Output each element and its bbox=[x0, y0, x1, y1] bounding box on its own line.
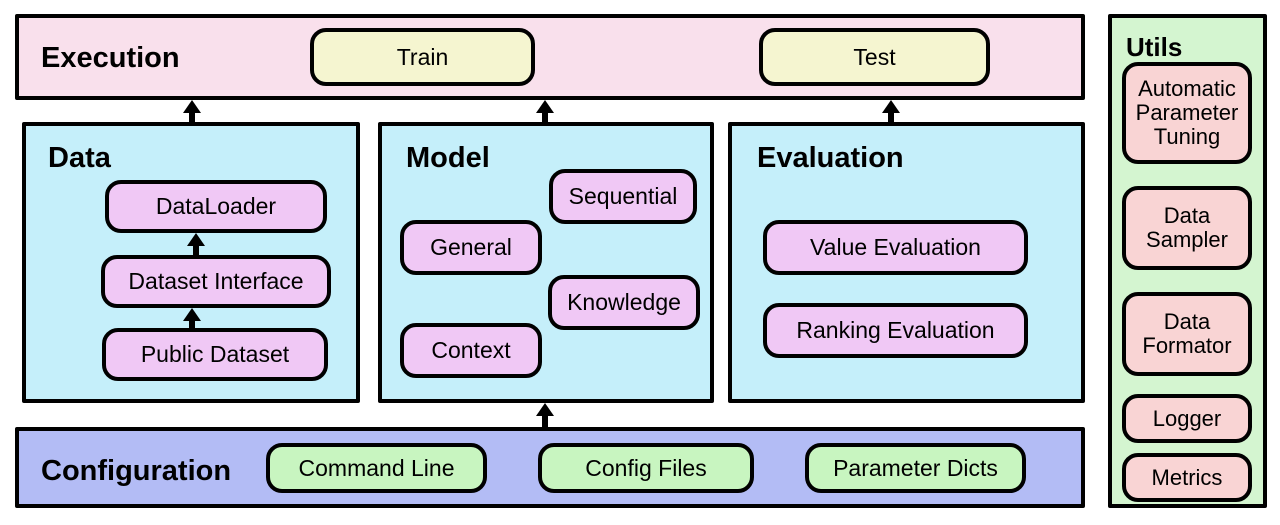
model-node-context[interactable]: Context bbox=[400, 323, 542, 378]
data-node-public-dataset-label: Public Dataset bbox=[140, 341, 290, 368]
arrow-head-icon bbox=[187, 233, 205, 246]
execution-node-test[interactable]: Test bbox=[759, 28, 990, 86]
configuration-node-parameter-dicts-label: Parameter Dicts bbox=[833, 454, 998, 481]
evaluation-node-value-evaluation[interactable]: Value Evaluation bbox=[763, 220, 1028, 275]
evaluation-panel-title: Evaluation bbox=[757, 142, 904, 174]
model-node-general-label: General bbox=[430, 234, 512, 261]
arrow-head-icon bbox=[536, 403, 554, 416]
utils-node-automatic-parameter-tuning[interactable]: Automatic Parameter Tuning bbox=[1122, 62, 1252, 164]
model-node-context-label: Context bbox=[431, 337, 511, 364]
arrow-head-icon bbox=[183, 308, 201, 321]
arrow-head-icon bbox=[882, 100, 900, 113]
execution-panel-title: Execution bbox=[41, 42, 180, 74]
evaluation-node-ranking-evaluation-label: Ranking Evaluation bbox=[796, 317, 995, 344]
arrow-head-icon bbox=[536, 100, 554, 113]
arrow-shaft bbox=[542, 110, 548, 122]
model-node-knowledge-label: Knowledge bbox=[567, 289, 681, 316]
configuration-node-command-line[interactable]: Command Line bbox=[266, 443, 487, 493]
arrow-shaft bbox=[189, 318, 195, 330]
evaluation-node-ranking-evaluation[interactable]: Ranking Evaluation bbox=[763, 303, 1028, 358]
execution-node-train[interactable]: Train bbox=[310, 28, 535, 86]
configuration-node-config-files-label: Config Files bbox=[585, 454, 707, 481]
utils-node-logger[interactable]: Logger bbox=[1122, 394, 1252, 443]
arrow-head-icon bbox=[183, 100, 201, 113]
arrow-shaft bbox=[189, 110, 195, 122]
model-node-general[interactable]: General bbox=[400, 220, 542, 275]
model-node-sequential[interactable]: Sequential bbox=[549, 169, 697, 224]
configuration-node-parameter-dicts[interactable]: Parameter Dicts bbox=[805, 443, 1026, 493]
data-panel-title: Data bbox=[48, 142, 111, 174]
utils-node-data-sampler-label: Data Sampler bbox=[1146, 203, 1228, 252]
configuration-node-config-files[interactable]: Config Files bbox=[538, 443, 754, 493]
execution-node-test-label: Test bbox=[853, 43, 896, 70]
utils-node-metrics-label: Metrics bbox=[1151, 464, 1223, 490]
evaluation-node-value-evaluation-label: Value Evaluation bbox=[810, 234, 981, 261]
utils-node-metrics[interactable]: Metrics bbox=[1122, 453, 1252, 502]
arrow-shaft bbox=[888, 110, 894, 122]
data-node-dataset-interface[interactable]: Dataset Interface bbox=[101, 255, 331, 308]
execution-node-train-label: Train bbox=[396, 43, 449, 70]
model-node-sequential-label: Sequential bbox=[568, 183, 678, 210]
arrow-shaft bbox=[542, 413, 548, 427]
utils-node-logger-label: Logger bbox=[1152, 405, 1222, 431]
configuration-node-command-line-label: Command Line bbox=[298, 454, 455, 481]
data-node-dataset-interface-label: Dataset Interface bbox=[128, 268, 304, 295]
utils-node-data-formator-label: Data Formator bbox=[1142, 309, 1232, 358]
data-node-dataloader[interactable]: DataLoader bbox=[105, 180, 327, 233]
data-node-dataloader-label: DataLoader bbox=[155, 193, 277, 220]
model-panel-title: Model bbox=[406, 142, 490, 174]
utils-node-data-sampler[interactable]: Data Sampler bbox=[1122, 186, 1252, 270]
utils-node-data-formator[interactable]: Data Formator bbox=[1122, 292, 1252, 376]
data-node-public-dataset[interactable]: Public Dataset bbox=[102, 328, 328, 381]
arrow-shaft bbox=[193, 243, 199, 255]
utils-panel-title: Utils bbox=[1126, 32, 1183, 62]
utils-node-automatic-parameter-tuning-label: Automatic Parameter Tuning bbox=[1135, 76, 1239, 149]
configuration-panel-title: Configuration bbox=[41, 455, 232, 487]
model-node-knowledge[interactable]: Knowledge bbox=[548, 275, 700, 330]
